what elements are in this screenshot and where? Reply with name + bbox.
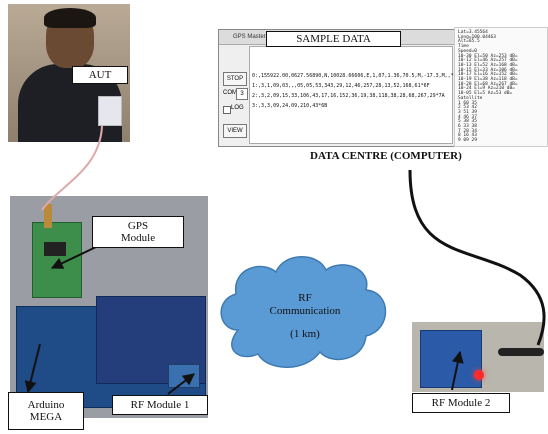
rf-module-1-arrow: [167, 373, 195, 395]
rf-module-2-arrow: [451, 350, 464, 391]
nmea-line: 3:,3,3,09,24,09,210,43*6B: [252, 103, 328, 109]
aut-label: AUT: [72, 66, 128, 84]
status-led: [474, 370, 484, 380]
sensor-wire: [41, 125, 103, 211]
nmea-line: 2:,3,2,09,15,33,106,43,17,16,152,36,19,3…: [252, 93, 445, 99]
com-label: COM: [223, 90, 237, 96]
data-list-line: Satellite: [458, 95, 483, 101]
sample-data-label: SAMPLE DATA: [266, 31, 401, 47]
usb-cable: [408, 169, 546, 346]
aut-hair: [44, 8, 96, 28]
data-list-line: 10-05 El=5 Az=53 dB=: [458, 91, 513, 97]
data-list-line: 10-28 El=68 Az=267 dB=: [458, 81, 518, 87]
data-list-line: 1 60 35: [458, 100, 477, 106]
rf-module-2-photo: [412, 322, 544, 392]
nmea-output: 0:,155922.00,0627.56890,N,10028.66606,E,…: [249, 46, 460, 144]
data-list-line: 10-17 El=16 Az=152 dB=: [458, 72, 518, 78]
antenna-connector: [44, 204, 52, 228]
rf-label-line1: RF: [298, 292, 312, 304]
gps-module-label-line1: GPS: [127, 220, 149, 232]
rf-module-2-board: [420, 330, 482, 388]
rf-communication-label: RF Communication (1 km): [250, 292, 360, 341]
data-list-line: 2 53 42: [458, 105, 477, 111]
rf-range-label: (1 km): [290, 328, 320, 340]
data-list-line: 8 16 43: [458, 133, 477, 139]
arduino-arrow: [24, 343, 41, 394]
data-list-line: 10-15 El=33 Az=106 dB=: [458, 67, 518, 73]
data-list-line: 7 28 34: [458, 128, 477, 134]
gps-window-title: GPS Master: [233, 34, 266, 40]
rf-communication-cloud: [220, 256, 387, 368]
data-list-line: 10-19 El=38 Az=118 dB=: [458, 77, 518, 82]
sensor-patch: [98, 96, 122, 126]
data-list-line: 10-24 El=9 Az=210 dB=: [458, 86, 515, 92]
data-list-line: Speed=0: [458, 48, 477, 54]
data-list-line: 5 38 35: [458, 119, 477, 125]
data-list-line: 4 46 37: [458, 114, 477, 120]
data-list-line: Time: [458, 44, 469, 50]
rf-module-2-label: RF Module 2: [412, 393, 510, 413]
log-checkbox[interactable]: [223, 106, 231, 114]
rf-label-line2: Communication: [269, 305, 341, 317]
data-list-line: 9 09 29: [458, 138, 477, 144]
data-list-line: 3 51 39: [458, 109, 477, 115]
data-list-line: 10-13 El=52 Az=168 dB=: [458, 62, 518, 68]
com-port-input[interactable]: 3: [236, 88, 248, 100]
stop-button[interactable]: STOP: [223, 72, 247, 86]
data-list-line: Alt=65.5: [458, 39, 480, 45]
data-list-line: 10-12 El=46 Az=257 dB=: [458, 58, 518, 64]
gps-module-label-line2: Module: [120, 232, 156, 244]
data-list-line: Lat=3.45564: [458, 30, 488, 35]
gps-module-arrow: [50, 246, 97, 269]
gps-module-label: GPS Module: [92, 216, 184, 248]
arduino-mega-label: Arduino MEGA: [8, 392, 84, 430]
nmea-line: 1:,3,1,09,03,,,05,05,53,343,29,12,46,257…: [252, 83, 430, 89]
usb-plug: [498, 348, 544, 356]
arduino-label-line1: Arduino: [27, 399, 65, 411]
nmea-line: 0:,155922.00,0627.56890,N,10028.66606,E,…: [252, 73, 460, 79]
data-list-line: Long=100.04463: [458, 34, 496, 40]
data-list-line: 6 33 38: [458, 124, 477, 129]
data-centre-title: DATA CENTRE (COMPUTER): [310, 150, 462, 162]
arduino-label-line2: MEGA: [29, 411, 63, 423]
data-list-line: 10-30 El=50 Az=253 dB=: [458, 53, 518, 59]
log-label: LOG: [231, 105, 244, 111]
view-button[interactable]: VIEW: [223, 124, 247, 138]
rf-module-1-label: RF Module 1: [112, 395, 208, 415]
gps-chip: [44, 242, 66, 256]
